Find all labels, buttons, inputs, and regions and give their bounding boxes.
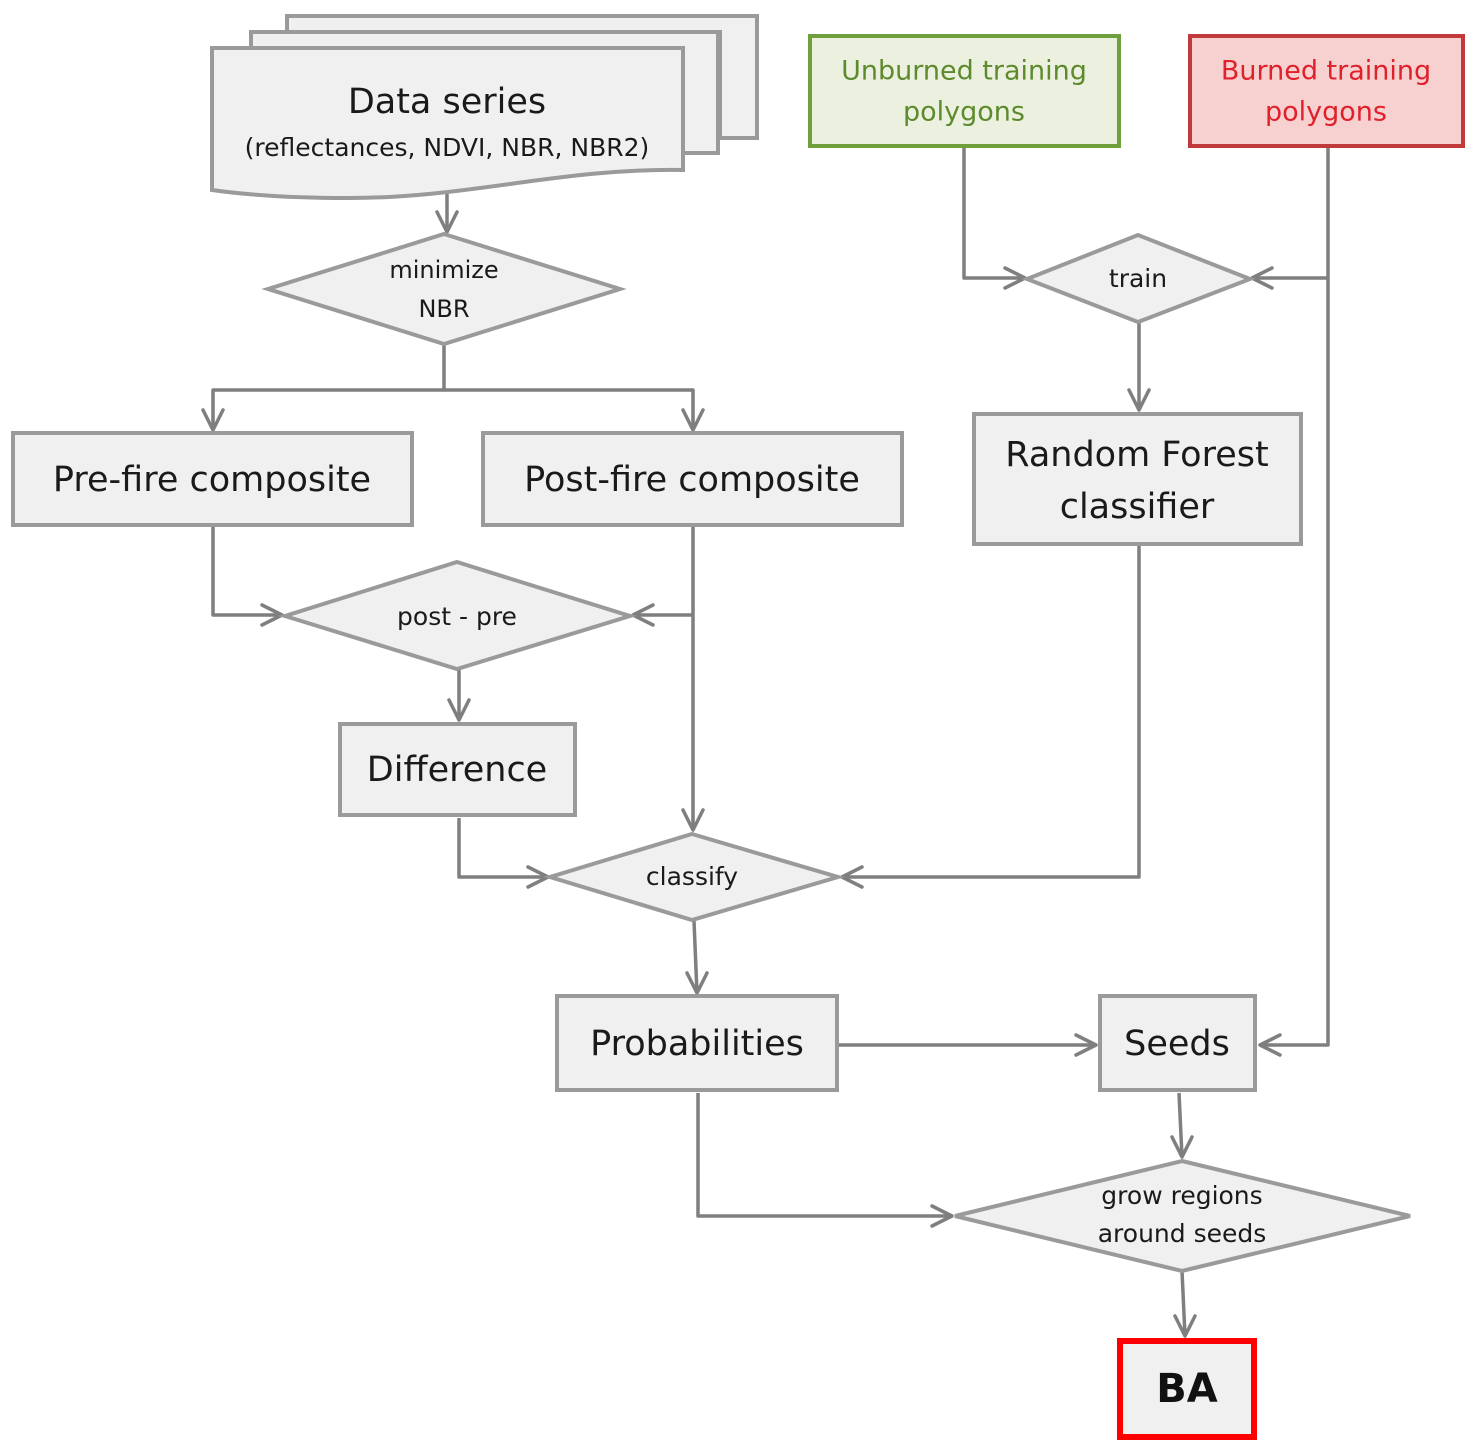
arrowhead-down-postfire [681, 408, 705, 432]
edge-minimize-to-prefire [211, 344, 446, 430]
edge-probabilities-to-grow [696, 1093, 952, 1218]
arrowhead-down-classify [681, 808, 705, 832]
burned-training-label-line2: polygons [1265, 97, 1387, 128]
burned-training-node: Burned training polygons [1188, 34, 1465, 148]
arrowhead-right-seeds [1074, 1033, 1098, 1057]
edge-prefire-to-postpre [211, 527, 282, 617]
grow-regions-diamond [954, 1158, 1411, 1274]
prefire-composite-label: Pre-fire composite [53, 460, 371, 500]
data-series-title: Data series [348, 82, 546, 122]
minimize-nbr-diamond [261, 231, 627, 347]
classify-node: classify [543, 831, 846, 923]
arrowhead-down-grow [1170, 1135, 1194, 1159]
prefire-composite-node: Pre-fire composite [11, 431, 414, 527]
edge-minimize-to-postfire [444, 388, 695, 430]
arrowhead-right-grow [930, 1204, 954, 1228]
grow-regions-node: grow regions around seeds [954, 1158, 1411, 1274]
edge-classify-to-probabilities [692, 920, 699, 994]
unburned-training-label-line2: polygons [903, 97, 1025, 128]
burned-training-label-line1: Burned training [1221, 56, 1431, 87]
random-forest-box [972, 412, 1303, 546]
grow-regions-label-line1: grow regions [1101, 1181, 1262, 1210]
burned-training-box [1188, 34, 1465, 148]
arrowhead-left-seeds [1258, 1033, 1282, 1057]
post-pre-diamond [278, 559, 637, 672]
edges [211, 148, 1330, 1337]
difference-label: Difference [367, 750, 547, 790]
ba-label: BA [1156, 1366, 1217, 1412]
probabilities-box [555, 994, 839, 1092]
probabilities-node: Probabilities [555, 994, 839, 1092]
edge-burned-to-seeds [1260, 278, 1330, 1047]
classify-diamond [543, 831, 846, 923]
minimize-nbr-label-line1: minimize [389, 256, 498, 284]
unburned-training-label-line1: Unburned training [841, 56, 1087, 87]
probabilities-label: Probabilities [590, 1024, 804, 1064]
seeds-box [1098, 994, 1257, 1092]
data-series-node: Data series (reflectances, NDVI, NBR, NB… [210, 14, 759, 201]
ba-box [1117, 1338, 1257, 1440]
train-node: train [1021, 232, 1256, 325]
arrowhead-down-ba [1173, 1314, 1197, 1338]
edge-burned-to-train [1252, 148, 1330, 280]
edge-unburned-to-train [962, 148, 1025, 280]
edge-randomforest-to-classify [842, 546, 1141, 879]
seeds-label: Seeds [1124, 1024, 1230, 1064]
difference-node: Difference [338, 722, 577, 817]
random-forest-label-line2: classifier [1060, 487, 1215, 527]
unburned-training-node: Unburned training polygons [808, 34, 1121, 148]
edge-difference-to-classify [457, 818, 548, 879]
train-label: train [1109, 264, 1167, 293]
edge-grow-to-ba [1180, 1270, 1187, 1337]
post-pre-label: post - pre [397, 602, 517, 631]
post-pre-node: post - pre [278, 559, 637, 672]
arrowhead-down-minimize [435, 210, 459, 234]
minimize-nbr-node: minimize NBR [261, 231, 627, 347]
arrowhead-down-difference [447, 698, 471, 722]
minimize-nbr-label-line2: NBR [418, 295, 469, 323]
edge-seeds-to-grow [1177, 1092, 1184, 1158]
data-series-sheet-front [210, 46, 685, 201]
unburned-training-box [808, 34, 1121, 148]
arrowhead-down-prefire [201, 408, 225, 432]
classify-label: classify [646, 862, 738, 891]
train-diamond [1021, 232, 1256, 325]
prefire-composite-box [11, 431, 414, 527]
random-forest-label-line1: Random Forest [1005, 435, 1268, 475]
random-forest-node: Random Forest classifier [972, 412, 1303, 546]
postfire-composite-label: Post-fire composite [524, 460, 860, 500]
postfire-composite-box [481, 431, 904, 527]
data-series-subtitle: (reflectances, NDVI, NBR, NBR2) [245, 133, 650, 162]
seeds-node: Seeds [1098, 994, 1257, 1092]
grow-regions-label-line2: around seeds [1098, 1219, 1267, 1248]
arrowhead-down-probabilities [685, 971, 709, 995]
difference-box [338, 722, 577, 817]
postfire-composite-node: Post-fire composite [481, 431, 904, 527]
arrowhead-down-randomforest [1127, 388, 1151, 412]
ba-node: BA [1117, 1338, 1257, 1440]
